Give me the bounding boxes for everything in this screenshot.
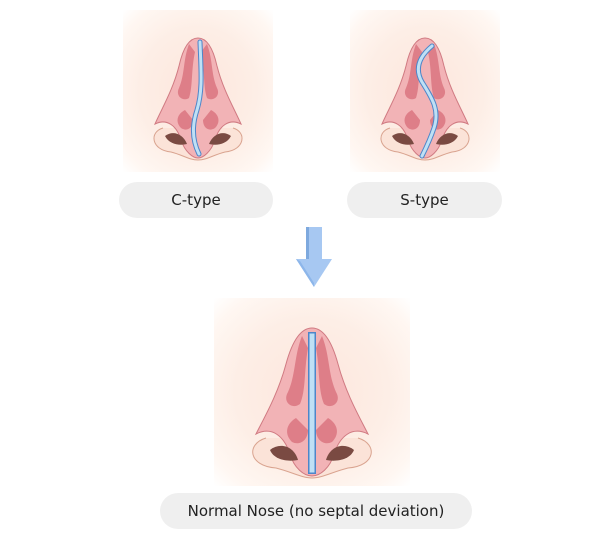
arrow-down-icon bbox=[296, 227, 332, 289]
nose-normal-icon bbox=[252, 327, 372, 479]
normal-nose-label: Normal Nose (no septal deviation) bbox=[160, 493, 472, 529]
c-type-label: C-type bbox=[119, 182, 273, 218]
s-type-label: S-type bbox=[347, 182, 502, 218]
c-type-nose-illustration bbox=[123, 10, 273, 172]
nose-s-type-icon bbox=[380, 37, 470, 161]
nose-c-type-icon bbox=[153, 37, 243, 161]
s-type-nose-illustration bbox=[350, 10, 500, 172]
normal-nose-illustration bbox=[214, 298, 410, 486]
